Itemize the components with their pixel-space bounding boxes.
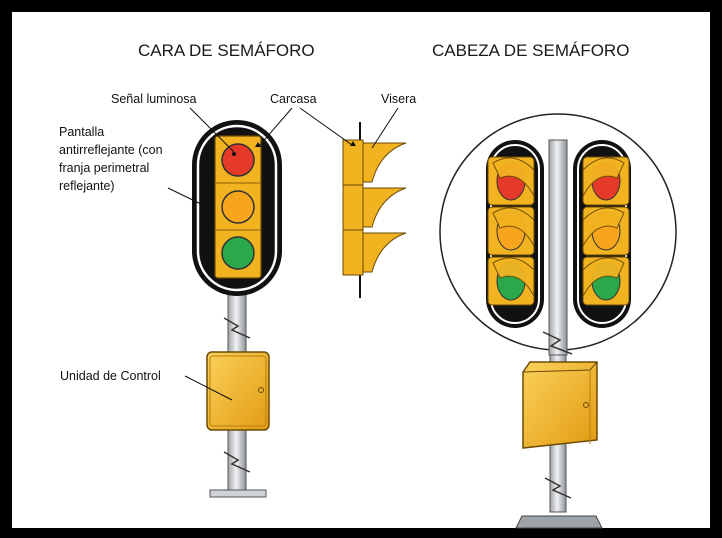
cabeza-semaforo bbox=[439, 113, 677, 529]
side-view-visera bbox=[342, 122, 407, 298]
title-cara: CARA DE SEMÁFORO bbox=[138, 41, 315, 60]
box-lock-icon bbox=[583, 402, 589, 408]
label-senal-luminosa: Señal luminosa bbox=[111, 92, 197, 106]
title-cabeza: CABEZA DE SEMÁFORO bbox=[432, 41, 629, 60]
label-pantalla: Pantalla antirreflejante (con franja per… bbox=[59, 125, 166, 193]
unidad-control-box-right bbox=[522, 361, 598, 449]
visor bbox=[362, 187, 407, 228]
cara-semaforo bbox=[192, 120, 282, 498]
right-head bbox=[582, 156, 630, 306]
green-lamp bbox=[221, 236, 255, 270]
red-lamp bbox=[221, 143, 255, 177]
visor bbox=[362, 232, 407, 273]
pole-break-marks bbox=[223, 317, 251, 473]
unidad-control-box bbox=[206, 351, 270, 431]
label-visera: Visera bbox=[381, 92, 416, 106]
label-unidad-control: Unidad de Control bbox=[60, 369, 161, 383]
backplate-reflective-border bbox=[196, 124, 278, 292]
left-head bbox=[487, 156, 535, 306]
box-lock-icon bbox=[258, 387, 264, 393]
amber-lamp bbox=[221, 190, 255, 224]
pole-break-marks bbox=[544, 477, 572, 499]
pole-base bbox=[209, 489, 267, 498]
label-carcasa: Carcasa bbox=[270, 92, 317, 106]
pole-base bbox=[515, 515, 603, 529]
visor bbox=[362, 142, 407, 183]
leader-lines bbox=[167, 107, 399, 401]
